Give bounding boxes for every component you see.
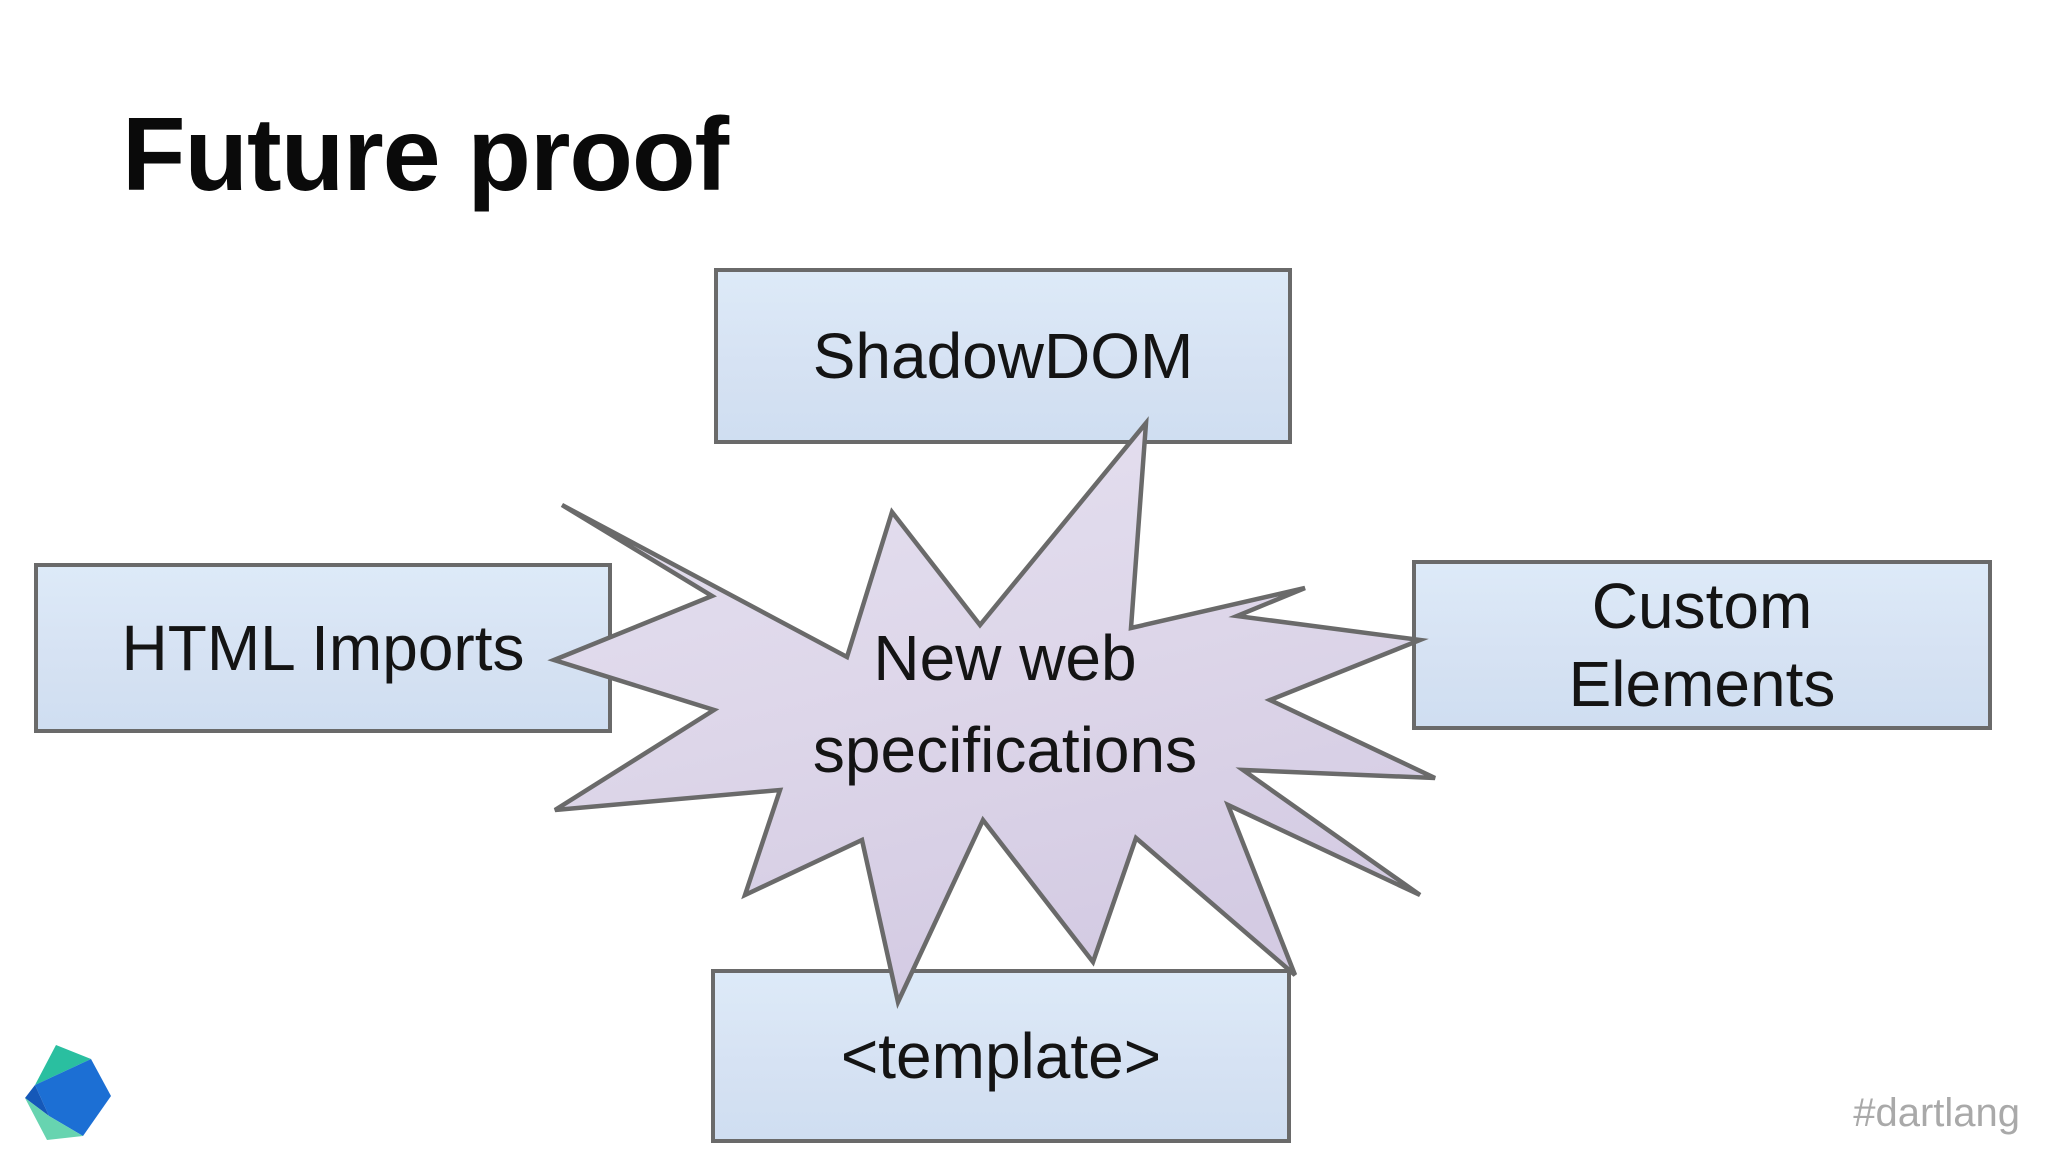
- box-custom-elements: Custom Elements: [1412, 560, 1992, 730]
- box-template: <template>: [711, 969, 1291, 1143]
- box-template-label: <template>: [840, 1019, 1162, 1092]
- starburst-label: New web specifications: [812, 622, 1198, 786]
- box-custom-elements-label: Custom Elements: [1568, 569, 1836, 720]
- hashtag-label: #dartlang: [1853, 1091, 2020, 1135]
- page-title: Future proof: [122, 97, 729, 213]
- box-shadowdom: ShadowDOM: [714, 268, 1292, 444]
- dart-logo-icon: [25, 1045, 111, 1140]
- box-html-imports: HTML Imports: [34, 563, 612, 733]
- box-html-imports-label: HTML Imports: [121, 611, 525, 684]
- box-shadowdom-label: ShadowDOM: [812, 319, 1194, 392]
